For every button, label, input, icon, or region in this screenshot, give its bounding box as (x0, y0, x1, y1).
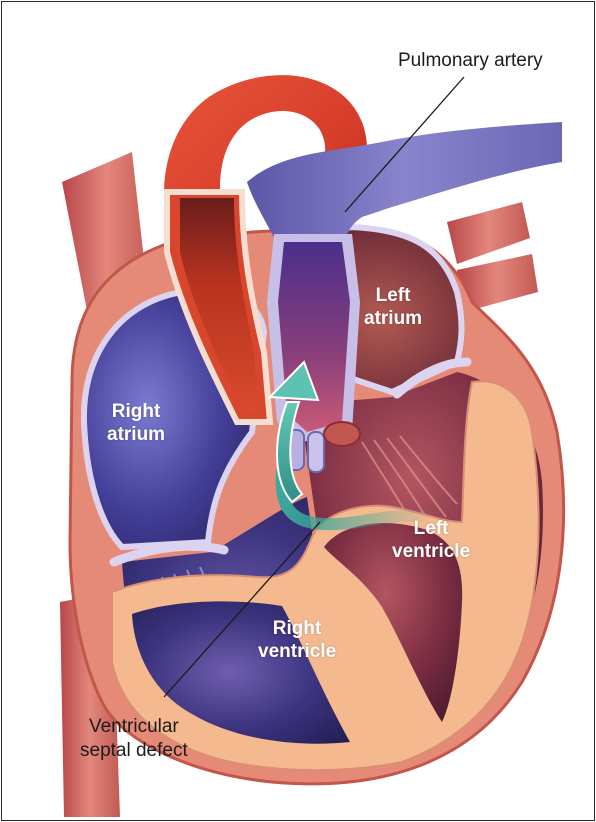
right-atrium-label-line1: Right (107, 400, 165, 423)
right-ventricle-label: Right ventricle (258, 617, 336, 663)
pulmonary-artery-label: Pulmonary artery (398, 49, 543, 73)
left-ventricle-label: Left ventricle (392, 517, 470, 563)
right-atrium-label-line2: atrium (107, 423, 165, 446)
right-atrium-label: Right atrium (107, 400, 165, 446)
left-ventricle-label-line1: Left (392, 517, 470, 540)
right-ventricle-label-line1: Right (258, 617, 336, 640)
right-ventricle-label-line2: ventricle (258, 640, 336, 663)
pulmonary-vein-upper (447, 202, 530, 264)
vsd-label-line1: Ventricular (80, 715, 188, 739)
vsd-label: Ventricular septal defect (80, 715, 188, 763)
left-atrium-label-line1: Left (364, 284, 422, 307)
left-ventricle-label-line2: ventricle (392, 540, 470, 563)
left-atrium-label: Left atrium (364, 284, 422, 330)
vsd-label-line2: septal defect (80, 739, 188, 763)
left-atrium-label-line2: atrium (364, 307, 422, 330)
